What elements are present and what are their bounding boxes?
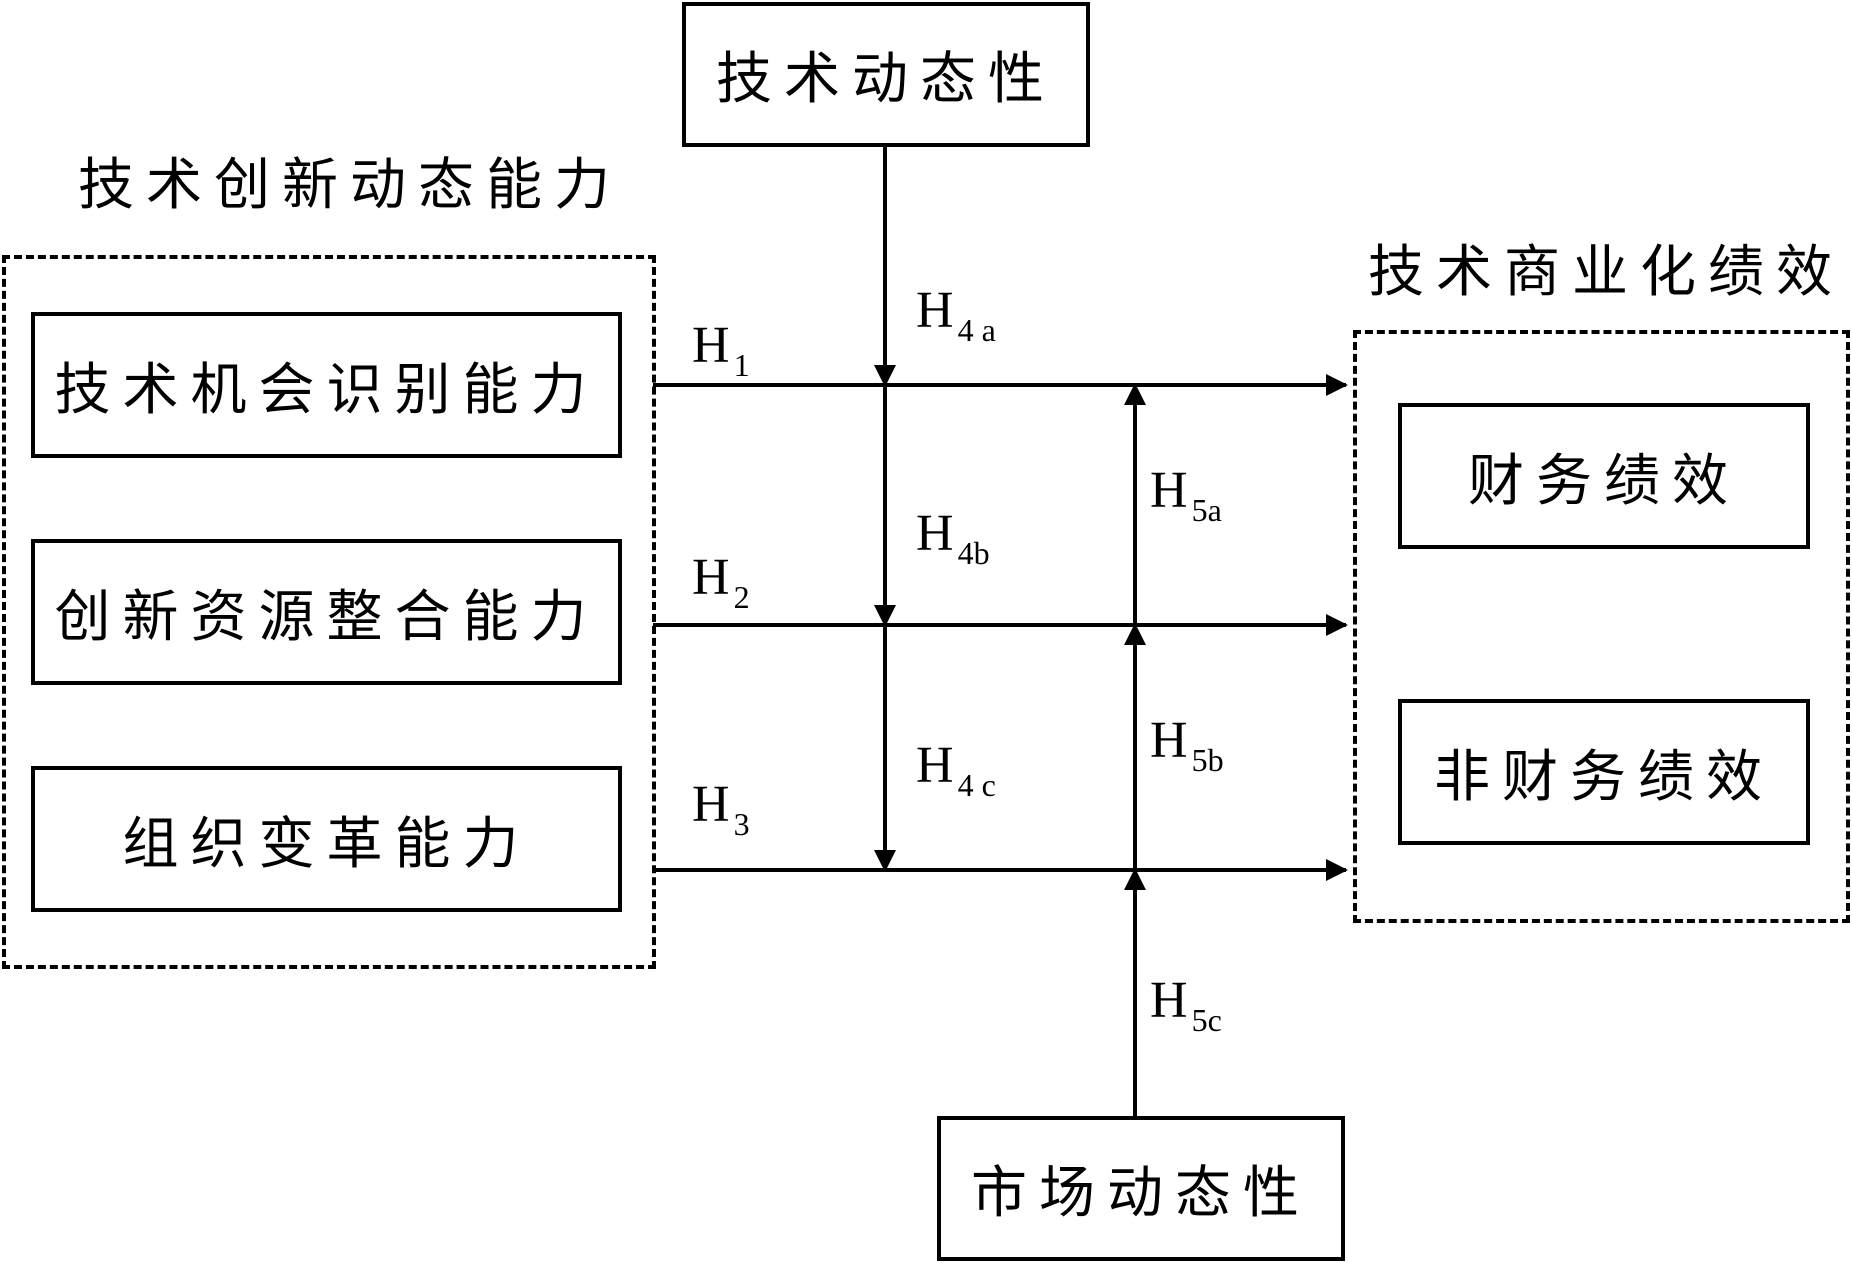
right-group-title: 技术商业化绩效 xyxy=(1368,240,1844,305)
left-item-1: 技术机会识别能力 xyxy=(31,312,622,458)
left-group-title: 技术创新动态能力 xyxy=(78,153,622,218)
tech-dynamism-box: 技术动态性 xyxy=(682,2,1090,147)
right-item-1: 财务绩效 xyxy=(1398,403,1810,549)
left-item-3: 组织变革能力 xyxy=(31,766,622,912)
right-group-frame xyxy=(1353,330,1850,923)
left-group-frame xyxy=(2,255,656,969)
right-item-2: 非财务绩效 xyxy=(1398,699,1810,845)
market-dynamism-box: 市场动态性 xyxy=(937,1116,1345,1261)
left-item-2: 创新资源整合能力 xyxy=(31,539,622,685)
